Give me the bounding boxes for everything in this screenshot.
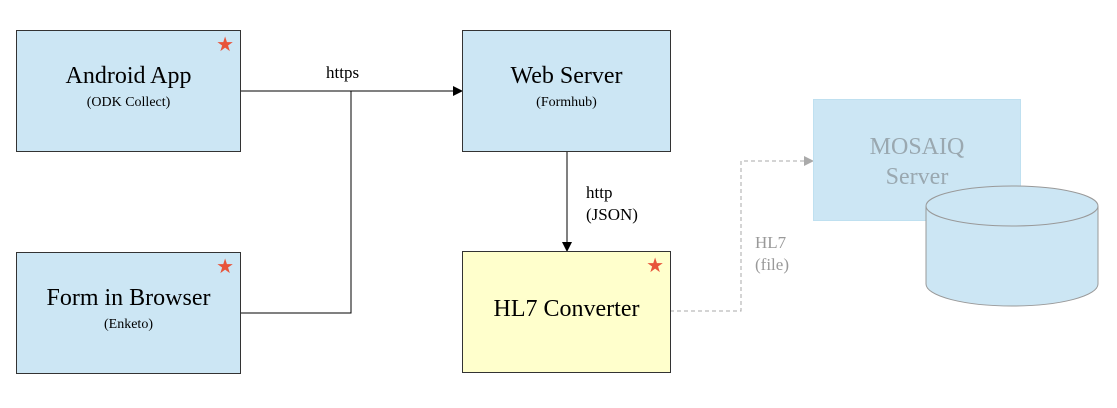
form-in-browser-node: Form in Browser (Enketo) ★ xyxy=(16,252,241,374)
web-server-title: Web Server xyxy=(510,63,623,89)
form-in-browser-subtitle: (Enketo) xyxy=(104,317,153,332)
android-app-node: Android App (ODK Collect) ★ xyxy=(16,30,241,152)
edge-label-file: (file) xyxy=(755,255,789,274)
edge-converter-to-mosaiq xyxy=(670,156,814,312)
web-server-node: Web Server (Formhub) xyxy=(462,30,671,152)
star-icon: ★ xyxy=(646,255,664,277)
edge-label-http: http xyxy=(586,183,613,202)
form-in-browser-title: Form in Browser xyxy=(46,285,211,311)
database-cylinder-icon xyxy=(925,185,1099,307)
edge-label-hl7: HL7 xyxy=(755,233,787,252)
hl7-converter-node: HL7 Converter ★ xyxy=(462,251,671,373)
star-icon: ★ xyxy=(216,34,234,56)
mosaiq-title-line1: MOSAIQ xyxy=(869,134,965,160)
android-app-title: Android App xyxy=(65,63,192,89)
edge-label-json: (JSON) xyxy=(586,205,638,224)
android-app-subtitle: (ODK Collect) xyxy=(86,95,171,110)
mosaiq-title-line2: Server xyxy=(885,164,949,190)
hl7-converter-title: HL7 Converter xyxy=(493,296,640,322)
star-icon: ★ xyxy=(216,256,234,278)
edge-browser-to-webserver xyxy=(240,91,352,314)
web-server-subtitle: (Formhub) xyxy=(536,95,597,110)
edge-label-https: https xyxy=(326,63,360,82)
